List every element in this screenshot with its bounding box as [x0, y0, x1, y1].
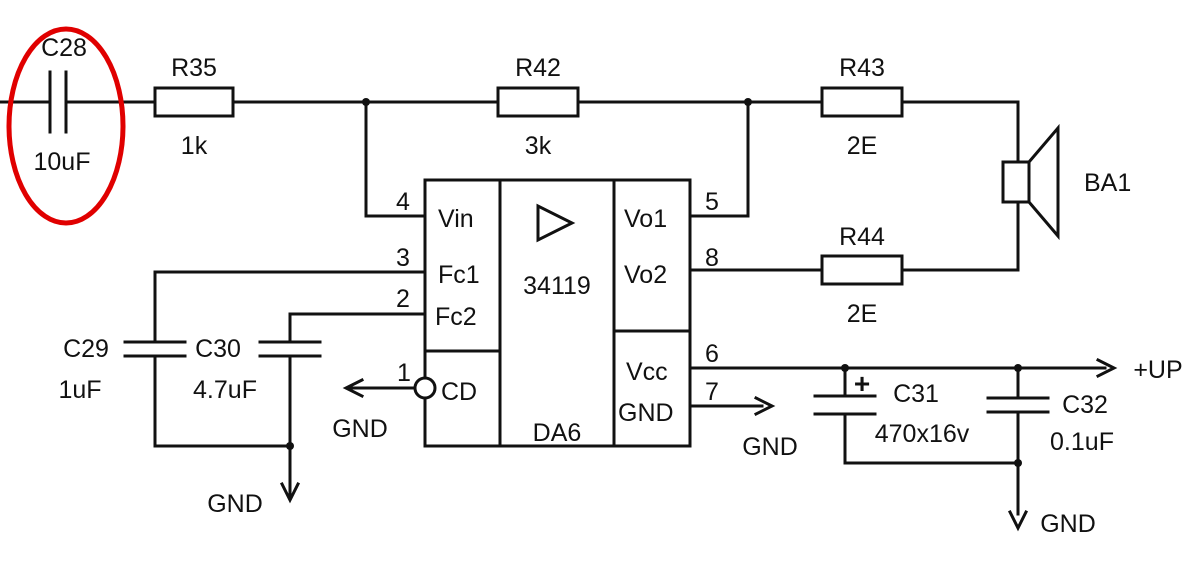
c31-polarity: + — [854, 368, 870, 399]
speaker-ba1: BA1 — [1001, 123, 1131, 241]
amplifier-triangle-icon — [536, 203, 576, 243]
junction-dot — [1014, 364, 1022, 372]
r44-ref: R44 — [839, 223, 885, 251]
c28-ref: C28 — [41, 34, 87, 62]
arrow-right-icon — [753, 395, 776, 417]
pin-name-gnd: GND — [618, 399, 674, 427]
c30-ref: C30 — [195, 335, 241, 363]
pin-number-5: 5 — [705, 188, 719, 216]
resistor-r42: R42 3k — [496, 54, 580, 160]
pin-name-cd: CD — [441, 378, 477, 406]
resistor-r44: R44 2E — [820, 223, 904, 328]
junction-dot — [286, 442, 294, 450]
capacitor-c30: C30 4.7uF — [193, 335, 322, 404]
c31-value: 470x16v — [875, 420, 970, 448]
arrow-left-icon — [342, 377, 365, 399]
r43-value: 2E — [847, 132, 878, 160]
c32-ref: C32 — [1062, 391, 1108, 419]
pin-name-vo1: Vo1 — [624, 205, 667, 233]
r35-value: 1k — [181, 132, 208, 160]
gnd-label: GND — [332, 415, 388, 443]
capacitor-c29: C29 1uF — [58, 335, 187, 404]
arrow-down-icon — [279, 481, 301, 504]
pin-name-fc1: Fc1 — [438, 261, 480, 289]
pin-number-2: 2 — [396, 285, 410, 313]
capacitor-c28: C28 10uF — [34, 34, 91, 176]
c29-value: 1uF — [58, 376, 101, 404]
junction-dot — [362, 98, 370, 106]
highlight-circle — [6, 26, 126, 226]
gnd-label: GND — [207, 490, 263, 518]
pin-number-7: 7 — [705, 378, 719, 406]
c29-ref: C29 — [63, 335, 109, 363]
pin-name-vo2: Vo2 — [624, 261, 667, 289]
c32-value: 0.1uF — [1050, 428, 1114, 456]
r42-ref: R42 — [515, 54, 561, 82]
ic-ref: DA6 — [533, 419, 582, 447]
pin-name-fc2: Fc2 — [435, 303, 477, 331]
wires — [0, 100, 1107, 516]
capacitor-c31: + C31 470x16v — [813, 368, 970, 448]
c28-value: 10uF — [34, 148, 91, 176]
ba1-ref: BA1 — [1084, 169, 1131, 197]
pin-number-1: 1 — [397, 359, 411, 387]
capacitor-c32: C32 0.1uF — [986, 391, 1114, 456]
ic-part-number: 34119 — [523, 272, 591, 300]
c31-ref: C31 — [893, 380, 939, 408]
resistor-r35: R35 1k — [153, 54, 235, 160]
pin-number-4: 4 — [396, 188, 410, 216]
ic-da6: 34119 DA6 Vin Fc1 Fc2 CD Vo1 Vo2 Vcc GND… — [396, 178, 719, 448]
arrow-down-icon — [1007, 509, 1029, 532]
r35-ref: R35 — [171, 54, 217, 82]
gnd-label: GND — [742, 433, 798, 461]
pin-name-vin: Vin — [438, 205, 474, 233]
arrow-right-icon — [1095, 357, 1118, 379]
cd-inversion-bubble — [413, 376, 437, 400]
junction-dot — [1014, 459, 1022, 467]
arrows — [279, 357, 1118, 532]
junction-dot — [744, 98, 752, 106]
pin-number-8: 8 — [705, 244, 719, 272]
supply-label: +UP — [1133, 356, 1182, 384]
c30-value: 4.7uF — [193, 376, 257, 404]
gnd-label: GND — [1040, 510, 1096, 538]
junction-dot — [841, 364, 849, 372]
r42-value: 3k — [525, 132, 552, 160]
net-labels: GND GND GND GND +UP — [207, 356, 1182, 538]
pin-number-3: 3 — [396, 244, 410, 272]
junctions — [286, 98, 1022, 467]
pin-name-vcc: Vcc — [626, 358, 668, 386]
resistor-r43: R43 2E — [820, 54, 904, 160]
pin-number-6: 6 — [705, 340, 719, 368]
r43-ref: R43 — [839, 54, 885, 82]
r44-value: 2E — [847, 300, 878, 328]
